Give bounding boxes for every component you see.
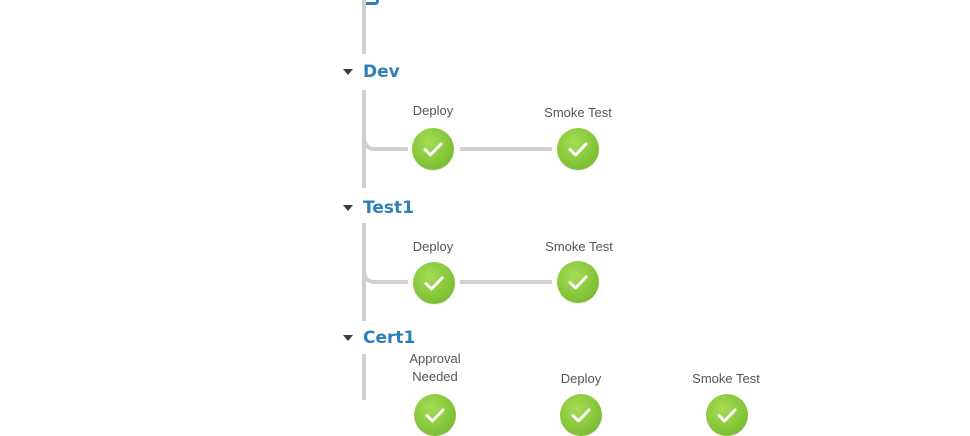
stage-header-test1[interactable]: Test1: [343, 196, 414, 220]
step-label: Approval Needed: [409, 351, 461, 384]
step-label: Smoke Test: [545, 239, 613, 254]
check-icon: [571, 408, 591, 423]
branch-connector: [362, 92, 408, 151]
step-connector: [460, 280, 552, 284]
arrow-down-icon: [366, 0, 379, 5]
step-connector: [460, 147, 552, 151]
stage-header-cert1[interactable]: Cert1: [343, 326, 415, 350]
branch-connector: [362, 225, 408, 284]
step-label: Smoke Test: [544, 105, 612, 120]
stage-header-dev[interactable]: Dev: [343, 60, 400, 84]
pipeline-connector: [362, 354, 366, 400]
pipeline-connector-top: [362, 0, 366, 54]
step-status-succeeded[interactable]: [414, 394, 456, 436]
check-icon: [568, 275, 588, 290]
step-status-succeeded[interactable]: [413, 262, 455, 304]
stage-name[interactable]: Test1: [363, 198, 414, 218]
step-label: Deploy: [412, 103, 454, 118]
check-icon: [568, 142, 588, 157]
check-icon: [424, 276, 444, 291]
step-status-succeeded[interactable]: [557, 261, 599, 303]
step-status-succeeded[interactable]: [706, 394, 748, 436]
step-label: Smoke Test: [692, 371, 760, 386]
check-icon: [423, 142, 443, 157]
check-icon: [425, 408, 445, 423]
caret-down-icon[interactable]: [343, 205, 353, 211]
check-icon: [717, 408, 737, 423]
stage-name[interactable]: Cert1: [363, 328, 416, 348]
stage-name[interactable]: Dev: [363, 62, 400, 82]
step-status-succeeded[interactable]: [560, 394, 602, 436]
step-label: Deploy: [560, 371, 602, 386]
step-status-succeeded[interactable]: [412, 128, 454, 170]
step-label: Deploy: [412, 239, 454, 254]
caret-down-icon[interactable]: [343, 335, 353, 341]
caret-down-icon[interactable]: [343, 69, 353, 75]
step-status-succeeded[interactable]: [557, 128, 599, 170]
